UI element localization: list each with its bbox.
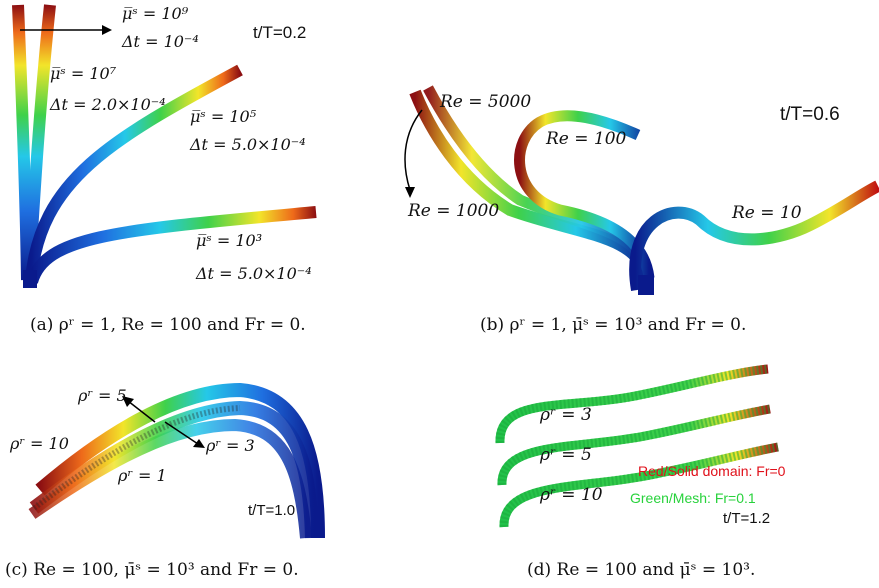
time-label-d: t/T=1.2 bbox=[723, 510, 771, 527]
label-dt-3: Δt = 5.0×10⁻⁴ bbox=[190, 135, 306, 154]
label-re-1000: Re = 1000 bbox=[408, 201, 500, 221]
beam-rho-10 bbox=[35, 382, 325, 539]
label-rho-10: ρʳ = 10 bbox=[10, 434, 69, 453]
panel-a: μ̅ˢ = 10⁹ Δt = 10⁻⁴ t/T=0.2 μ̅ˢ = 10⁷ Δt… bbox=[0, 0, 440, 300]
beam-base-b bbox=[638, 275, 654, 295]
beam-rho-5 bbox=[29, 400, 319, 539]
label-mu-1e7: μ̅ˢ = 10⁷ bbox=[50, 64, 117, 83]
time-label-c: t/T=1.0 bbox=[248, 502, 296, 519]
label-d-rho-3: ρʳ = 3 bbox=[540, 405, 592, 425]
arrow-a-head bbox=[102, 25, 112, 35]
mesh-d-rho-3 bbox=[495, 364, 769, 444]
panel-c-figure bbox=[28, 382, 325, 539]
panel-d-figure bbox=[495, 364, 779, 528]
label-dt-2: Δt = 2.0×10⁻⁴ bbox=[50, 95, 166, 114]
mesh-d-rho-10 bbox=[499, 442, 779, 528]
caption-c: (c) Re = 100, μ̄ˢ = 10³ and Fr = 0. bbox=[5, 560, 299, 580]
beam-base bbox=[23, 270, 37, 288]
arrow-b bbox=[404, 109, 423, 191]
arrow-c-3 bbox=[164, 421, 199, 445]
time-label-b: t/T=0.6 bbox=[780, 104, 840, 125]
label-rho-5: ρʳ = 5 bbox=[78, 386, 127, 405]
legend-red: Red/Solid domain: Fr=0 bbox=[638, 463, 786, 479]
label-re-100: Re = 100 bbox=[546, 129, 627, 149]
arrow-c-3-head bbox=[193, 439, 205, 448]
label-mu-1e5: μ̅ˢ = 10⁵ bbox=[190, 107, 257, 126]
panel-b-figure bbox=[404, 85, 879, 295]
panel-d: ρʳ = 3 ρʳ = 5 ρʳ = 10 Red/Solid domain: … bbox=[490, 355, 879, 555]
beam-rho-1 bbox=[28, 418, 312, 539]
label-rho-3: ρʳ = 3 bbox=[206, 436, 255, 455]
beam-mu-1e3 bbox=[26, 206, 317, 284]
legend-green: Green/Mesh: Fr=0.1 bbox=[630, 490, 756, 506]
mesh-d-rho-5 bbox=[497, 404, 771, 486]
label-dt-1: Δt = 10⁻⁴ bbox=[122, 32, 199, 51]
beam-re-10 bbox=[629, 180, 879, 292]
time-label-a: t/T=0.2 bbox=[253, 23, 307, 42]
caption-a: (a) ρʳ = 1, Re = 100 and Fr = 0. bbox=[30, 315, 306, 335]
caption-b: (b) ρʳ = 1, μ̄ˢ = 10³ and Fr = 0. bbox=[480, 315, 747, 335]
label-re-5000: Re = 5000 bbox=[440, 92, 532, 112]
label-mu-1e3: μ̅ˢ = 10³ bbox=[196, 231, 263, 250]
caption-d: (d) Re = 100 and μ̄ˢ = 10³. bbox=[527, 560, 756, 580]
beam-re-1000 bbox=[423, 85, 653, 279]
label-rho-1: ρʳ = 1 bbox=[118, 466, 167, 485]
label-d-rho-5: ρʳ = 5 bbox=[540, 445, 592, 465]
beam-mu-1e5 bbox=[25, 64, 243, 281]
beam-re-100 bbox=[514, 110, 655, 279]
mesh-overlay-c bbox=[32, 405, 241, 511]
panel-b: Re = 5000 Re = 100 t/T=0.6 Re = 1000 Re … bbox=[400, 60, 879, 300]
panel-c: ρʳ = 5 ρʳ = 10 ρʳ = 3 ρʳ = 1 t/T=1.0 bbox=[0, 350, 420, 550]
arrow-c-5-head bbox=[122, 396, 134, 407]
label-mu-1e9: μ̅ˢ = 10⁹ bbox=[122, 4, 189, 23]
label-d-rho-10: ρʳ = 10 bbox=[540, 485, 603, 505]
arrow-b-head bbox=[405, 187, 415, 198]
label-re-10: Re = 10 bbox=[732, 203, 802, 223]
arrow-c-5 bbox=[127, 400, 156, 423]
label-dt-4: Δt = 5.0×10⁻⁴ bbox=[196, 264, 312, 283]
panel-a-figure bbox=[12, 4, 317, 288]
